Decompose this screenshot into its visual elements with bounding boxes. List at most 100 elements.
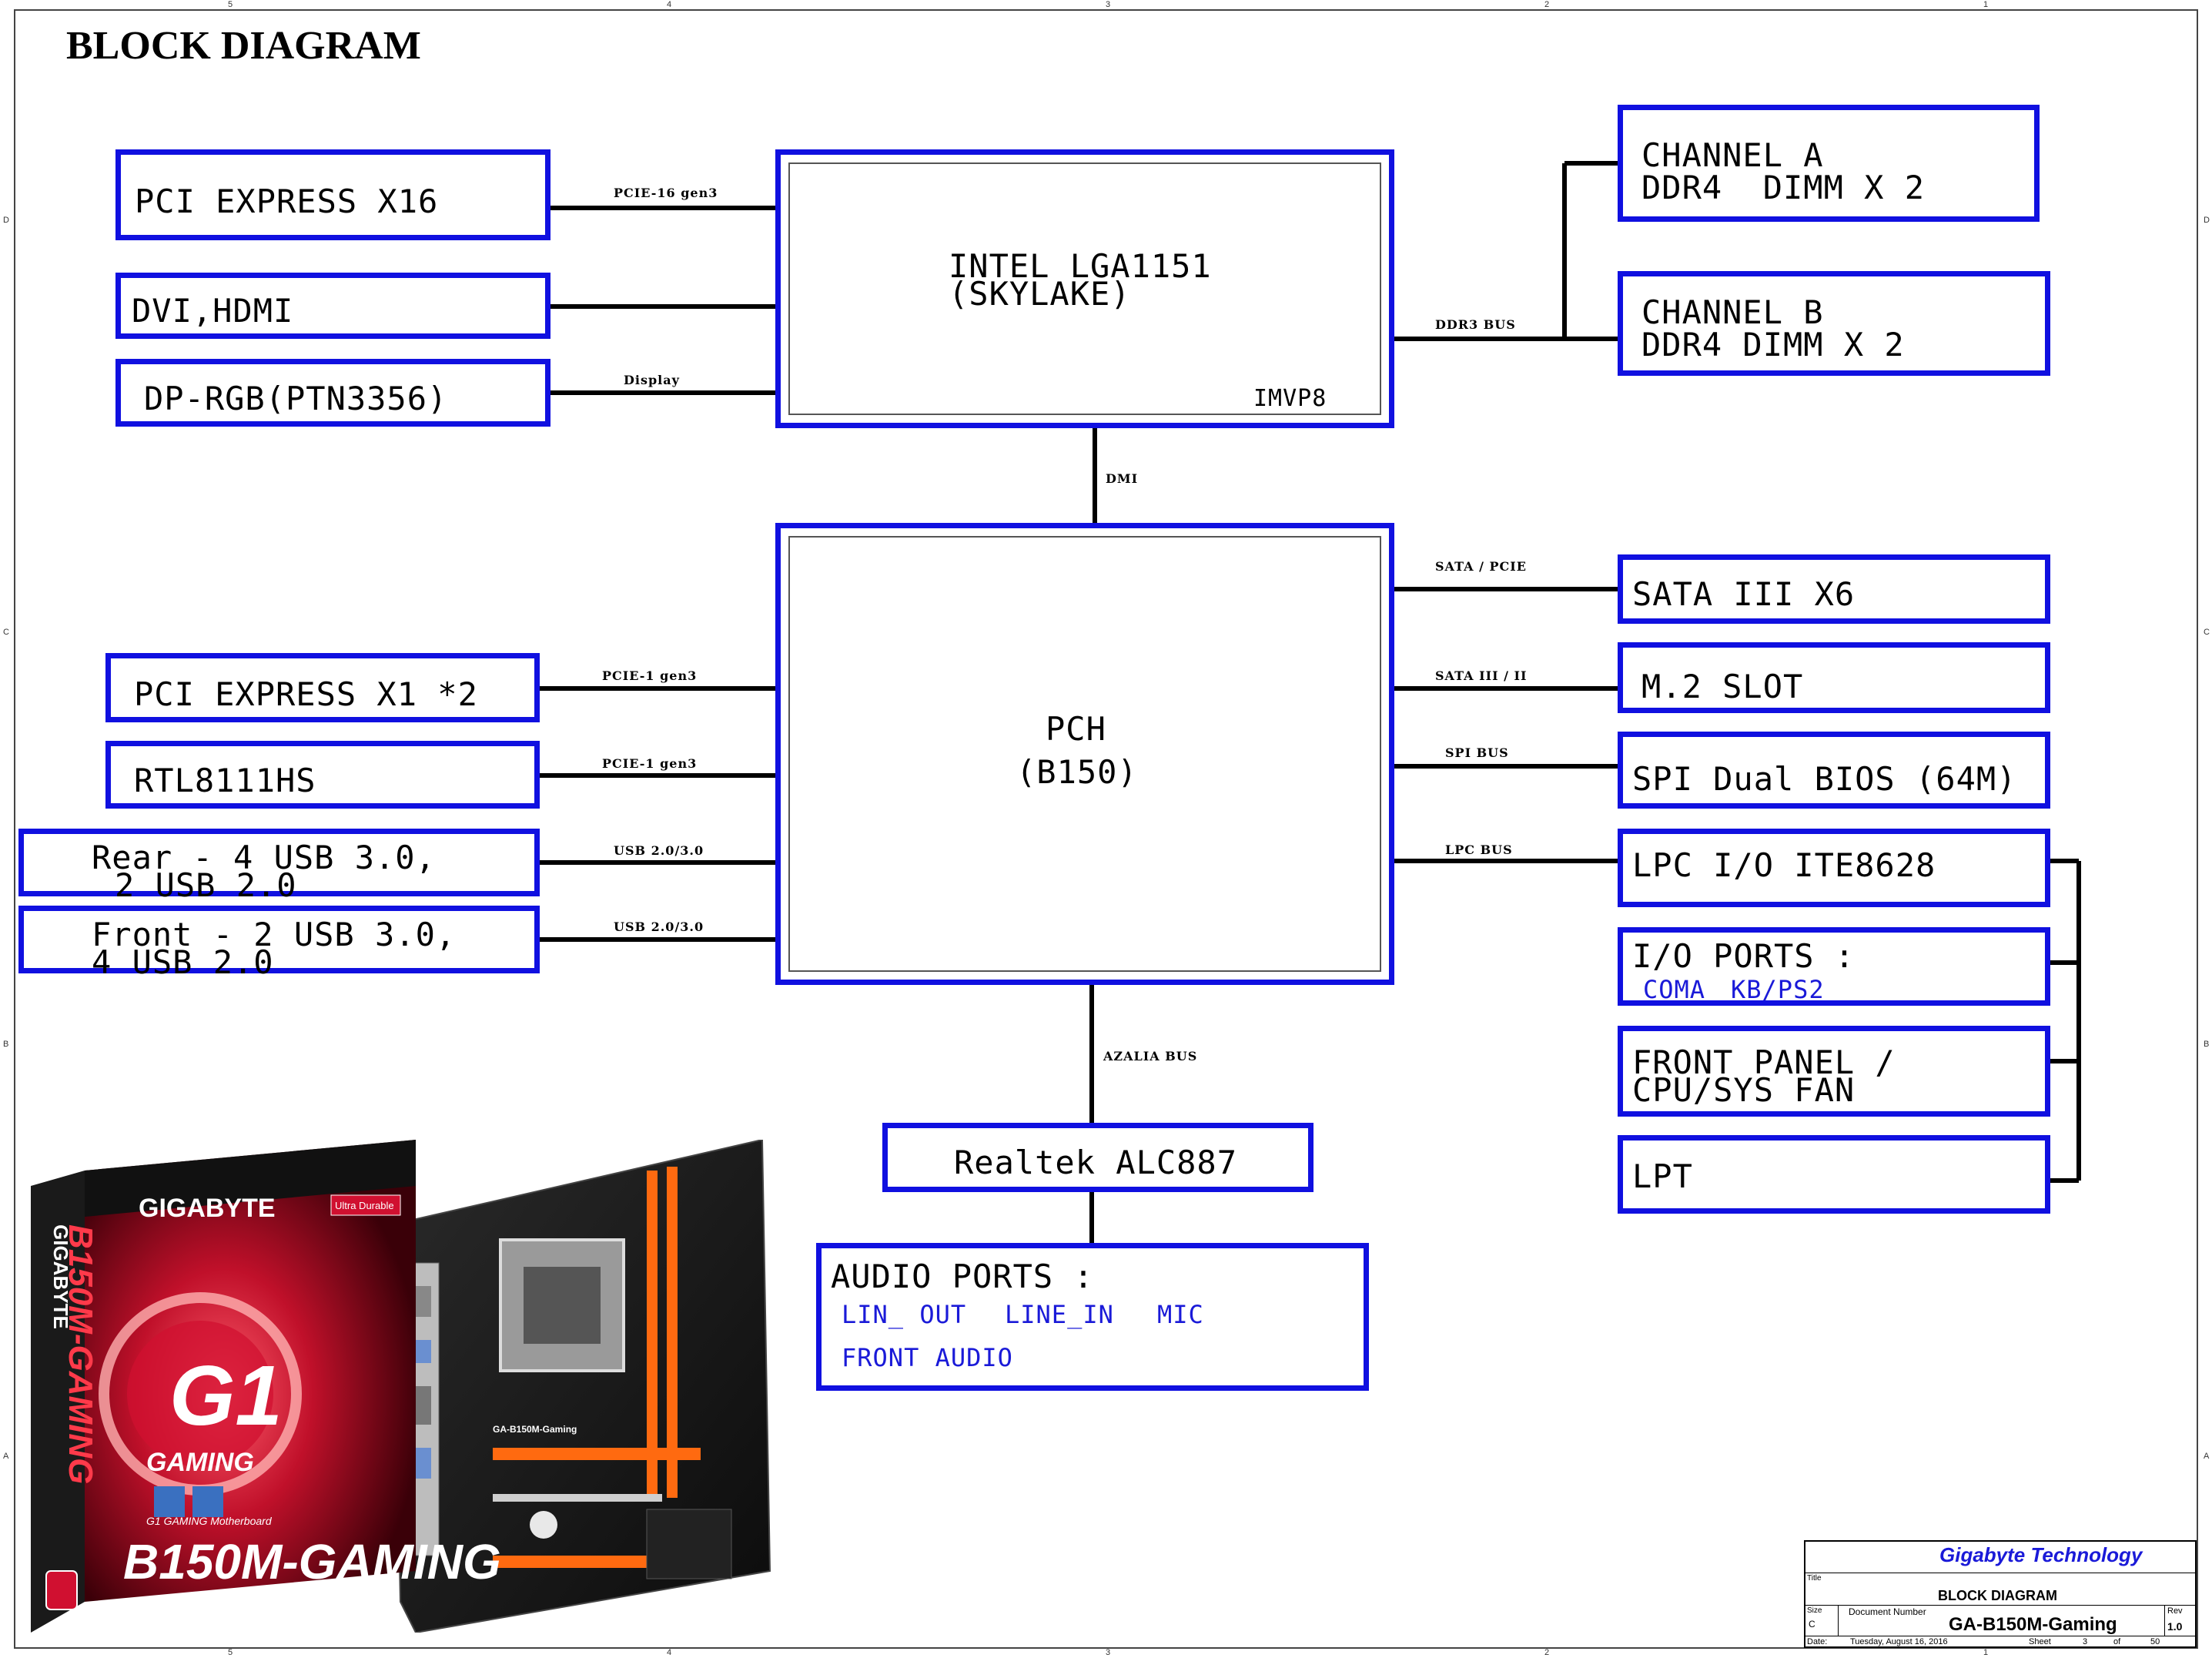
pch-block: PCH (B150): [775, 523, 1394, 985]
border-tick: 1: [1983, 0, 1989, 9]
border-tick: 3: [1106, 0, 1111, 9]
io-ports-kbps2: KB/PS2: [1731, 975, 1825, 1004]
pcie-x16-block: PCI EXPRESS X16: [115, 149, 550, 240]
box-series-text: G1 GAMING Motherboard: [146, 1515, 273, 1527]
board-label: GA-B150M-Gaming: [493, 1424, 577, 1435]
border-tick: 5: [228, 0, 233, 9]
of-label: of: [2113, 1637, 2121, 1646]
bus-label-usb-rear: USB 2.0/3.0: [614, 843, 704, 858]
retail-box: G1 GAMING GIGABYTE Ultra Durable G1 GAMI…: [31, 1140, 501, 1633]
cpu-name: INTEL LGA1151: [949, 247, 1212, 285]
sheet-title: BLOCK DIAGRAM: [1938, 1588, 2057, 1603]
m2-slot-block: M.2 SLOT: [1618, 642, 2050, 713]
sheet-number: 3: [2083, 1637, 2088, 1646]
usb-rear-line2: 2 USB 2.0: [115, 866, 297, 904]
title-block-divider: [2164, 1605, 2165, 1636]
audio-port-front-audio: FRONT AUDIO: [842, 1343, 1013, 1372]
border-tick: 3: [1106, 1648, 1111, 1657]
page-title: BLOCK DIAGRAM: [66, 24, 421, 68]
bus-label-spi: SPI BUS: [1445, 745, 1509, 760]
pch-inner-frame: [788, 536, 1381, 972]
rev-value: 1.0: [2167, 1620, 2183, 1633]
docnum-label: Document Number: [1849, 1606, 1926, 1617]
audio-port-mic: MIC: [1157, 1300, 1204, 1329]
io-ports-title: I/O PORTS :: [1632, 937, 1856, 975]
spi-bios-block: SPI Dual BIOS (64M): [1618, 732, 2050, 809]
bus-label-display: Display: [624, 373, 680, 387]
ultra-durable-badge: Ultra Durable: [335, 1200, 394, 1211]
channel-a-title: CHANNEL A: [1641, 136, 1824, 174]
border-tick: 2: [1544, 0, 1550, 9]
box-side-model: B150M-GAMING: [62, 1224, 99, 1484]
box-model-text: B150M-GAMING: [123, 1534, 501, 1589]
spi-bios-label: SPI Dual BIOS (64M): [1632, 760, 2017, 798]
cpu-vr: IMVP8: [1253, 385, 1327, 412]
pch-model: (B150): [1016, 753, 1138, 791]
docnum-value: GA-B150M-Gaming: [1949, 1614, 2117, 1635]
bus-label-pcie16: PCIE-16 gen3: [614, 186, 718, 200]
bus-label-dmi: DMI: [1106, 471, 1139, 486]
usb-rear-line1: Rear - 4 USB 3.0,: [92, 839, 436, 876]
border-tick: A: [3, 1452, 9, 1461]
audio-port-line-out: LIN_ OUT: [842, 1300, 967, 1329]
dp-rgb-label: DP-RGB(PTN3356): [144, 380, 448, 417]
title-label: Title: [1807, 1574, 1822, 1583]
audio-codec-block: Realtek ALC887: [882, 1123, 1313, 1192]
rev-label: Rev: [2167, 1606, 2183, 1616]
bus-label-azalia: AZALIA BUS: [1103, 1049, 1198, 1063]
lpc-io-block: LPC I/O ITE8628: [1618, 829, 2050, 907]
border-tick: B: [3, 1040, 9, 1049]
gaming-logo-text: GAMING: [146, 1448, 254, 1477]
border-tick: D: [3, 216, 9, 225]
lpc-io-label: LPC I/O ITE8628: [1632, 846, 1936, 884]
date-label: Date:: [1807, 1637, 1828, 1646]
pcie-x16-label: PCI EXPRESS X16: [135, 183, 439, 220]
channel-b-block: CHANNEL B DDR4 DIMM X 2: [1618, 271, 2050, 376]
channel-a-dimm: DDR4 DIMM X 2: [1641, 169, 1926, 206]
pch-name: PCH: [1046, 710, 1106, 748]
rtl8111-block: RTL8111HS: [105, 741, 540, 809]
sata-block: SATA III X6: [1618, 554, 2050, 624]
company-name: Gigabyte Technology: [1939, 1543, 2143, 1566]
product-image: GA-B150M-Gaming G1 GAMING GIGABYTE Ultra…: [31, 1140, 771, 1633]
dvi-hdmi-block: DVI,HDMI: [115, 273, 550, 339]
sata-label: SATA III X6: [1632, 575, 1856, 613]
sheet-label: Sheet: [2029, 1637, 2051, 1646]
cpu-block: INTEL LGA1151 (SKYLAKE) IMVP8: [775, 149, 1394, 428]
border-tick: A: [2204, 1452, 2210, 1461]
cpu-inner-frame: [788, 162, 1381, 415]
border-tick: C: [3, 628, 9, 637]
dp-rgb-block: DP-RGB(PTN3356): [115, 359, 550, 427]
border-tick: 4: [667, 0, 672, 9]
audio-codec-label: Realtek ALC887: [954, 1144, 1238, 1181]
title-block: Gigabyte Technology Title BLOCK DIAGRAM …: [1804, 1540, 2197, 1648]
dvi-hdmi-label: DVI,HDMI: [132, 292, 294, 330]
usb-front-block: Front - 2 USB 3.0, 4 USB 2.0: [18, 906, 540, 979]
m2-slot-label: M.2 SLOT: [1641, 668, 1804, 705]
channel-b-dimm: DDR4 DIMM X 2: [1641, 326, 1905, 363]
border-tick: D: [2204, 216, 2210, 225]
bus-label-m2: SATA III / II: [1435, 668, 1528, 683]
box-brand-text: GIGABYTE: [139, 1194, 276, 1223]
bus-label-rtl: PCIE-1 gen3: [602, 756, 698, 771]
front-panel-block: FRONT PANEL / CPU/SYS FAN: [1618, 1026, 2050, 1117]
usb-front-line2: 4 USB 2.0: [92, 943, 274, 981]
border-tick: 1: [1983, 1648, 1989, 1657]
front-panel-line2: CPU/SYS FAN: [1632, 1071, 1856, 1109]
channel-a-block: CHANNEL A DDR4 DIMM X 2: [1618, 105, 2040, 222]
date-value: Tuesday, August 16, 2016: [1850, 1637, 1948, 1646]
bus-label-usb-front: USB 2.0/3.0: [614, 919, 704, 934]
title-block-divider: [1805, 1605, 2195, 1606]
box-side-brand: GIGABYTE: [49, 1224, 72, 1329]
audio-ports-block: AUDIO PORTS : LIN_ OUT LINE_IN MIC FRONT…: [816, 1243, 1369, 1391]
border-tick: C: [2204, 628, 2210, 637]
g1-logo-text: G1: [169, 1348, 283, 1443]
usb-front-line1: Front - 2 USB 3.0,: [92, 916, 457, 953]
bus-label-pcie1-slots: PCIE-1 gen3: [602, 668, 698, 683]
io-ports-block: I/O PORTS : COMA KB/PS2: [1618, 927, 2050, 1006]
size-label: Size: [1807, 1606, 1822, 1615]
pcie-x1-label: PCI EXPRESS X1 *2: [134, 675, 478, 713]
title-block-divider: [1838, 1605, 1839, 1636]
